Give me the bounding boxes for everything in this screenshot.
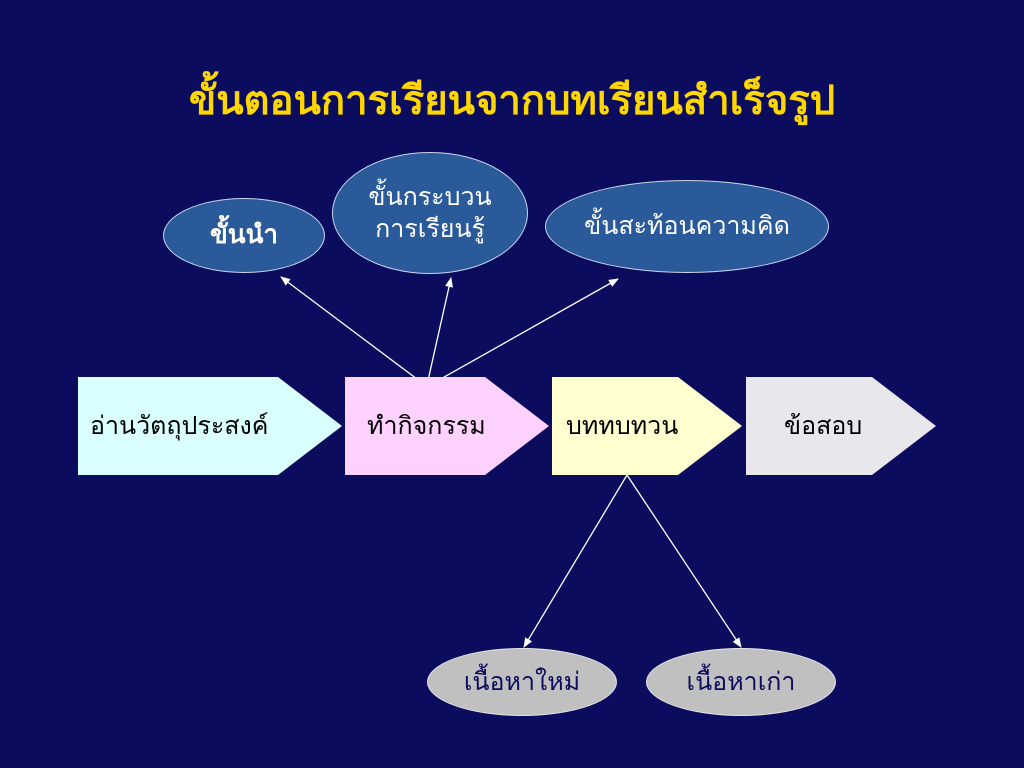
arrow-to-reflect <box>429 278 619 386</box>
step-review-label: บททบทวน <box>566 411 679 440</box>
content-old-label: เนื้อหาเก่า <box>686 666 796 696</box>
content-old-oval: เนื้อหาเก่า <box>646 648 836 716</box>
arrow-to-new-content <box>523 474 628 648</box>
stage-intro-label: ขั้นนำ <box>210 219 278 250</box>
stage-process-label-line1: ขั้นกระบวน <box>368 181 492 211</box>
arrow-to-intro <box>280 276 426 386</box>
step-read-objectives: อ่านวัตถุประสงค์ <box>78 377 342 475</box>
content-new-oval: เนื้อหาใหม่ <box>427 648 617 716</box>
stage-intro-oval: ขั้นนำ <box>163 198 325 273</box>
step-do-activities-label: ทำกิจกรรม <box>367 411 486 440</box>
step-test-label: ข้อสอบ <box>784 411 863 440</box>
arrow-to-old-content <box>626 474 742 648</box>
stage-process-label-line2: การเรียนรู้ <box>375 214 485 243</box>
diagram-title: ขั้นตอนการเรียนจากบทเรียนสำเร็จรูป <box>188 77 836 124</box>
stage-reflect-label: ขั้นสะท้อนความคิด <box>584 211 790 241</box>
arrow-to-process <box>426 277 453 386</box>
stage-process-oval: ขั้นกระบวน การเรียนรู้ <box>332 152 528 274</box>
content-new-label: เนื้อหาใหม่ <box>463 666 581 696</box>
step-read-objectives-label: อ่านวัตถุประสงค์ <box>90 411 269 440</box>
stage-reflect-oval: ขั้นสะท้อนความคิด <box>545 180 829 273</box>
